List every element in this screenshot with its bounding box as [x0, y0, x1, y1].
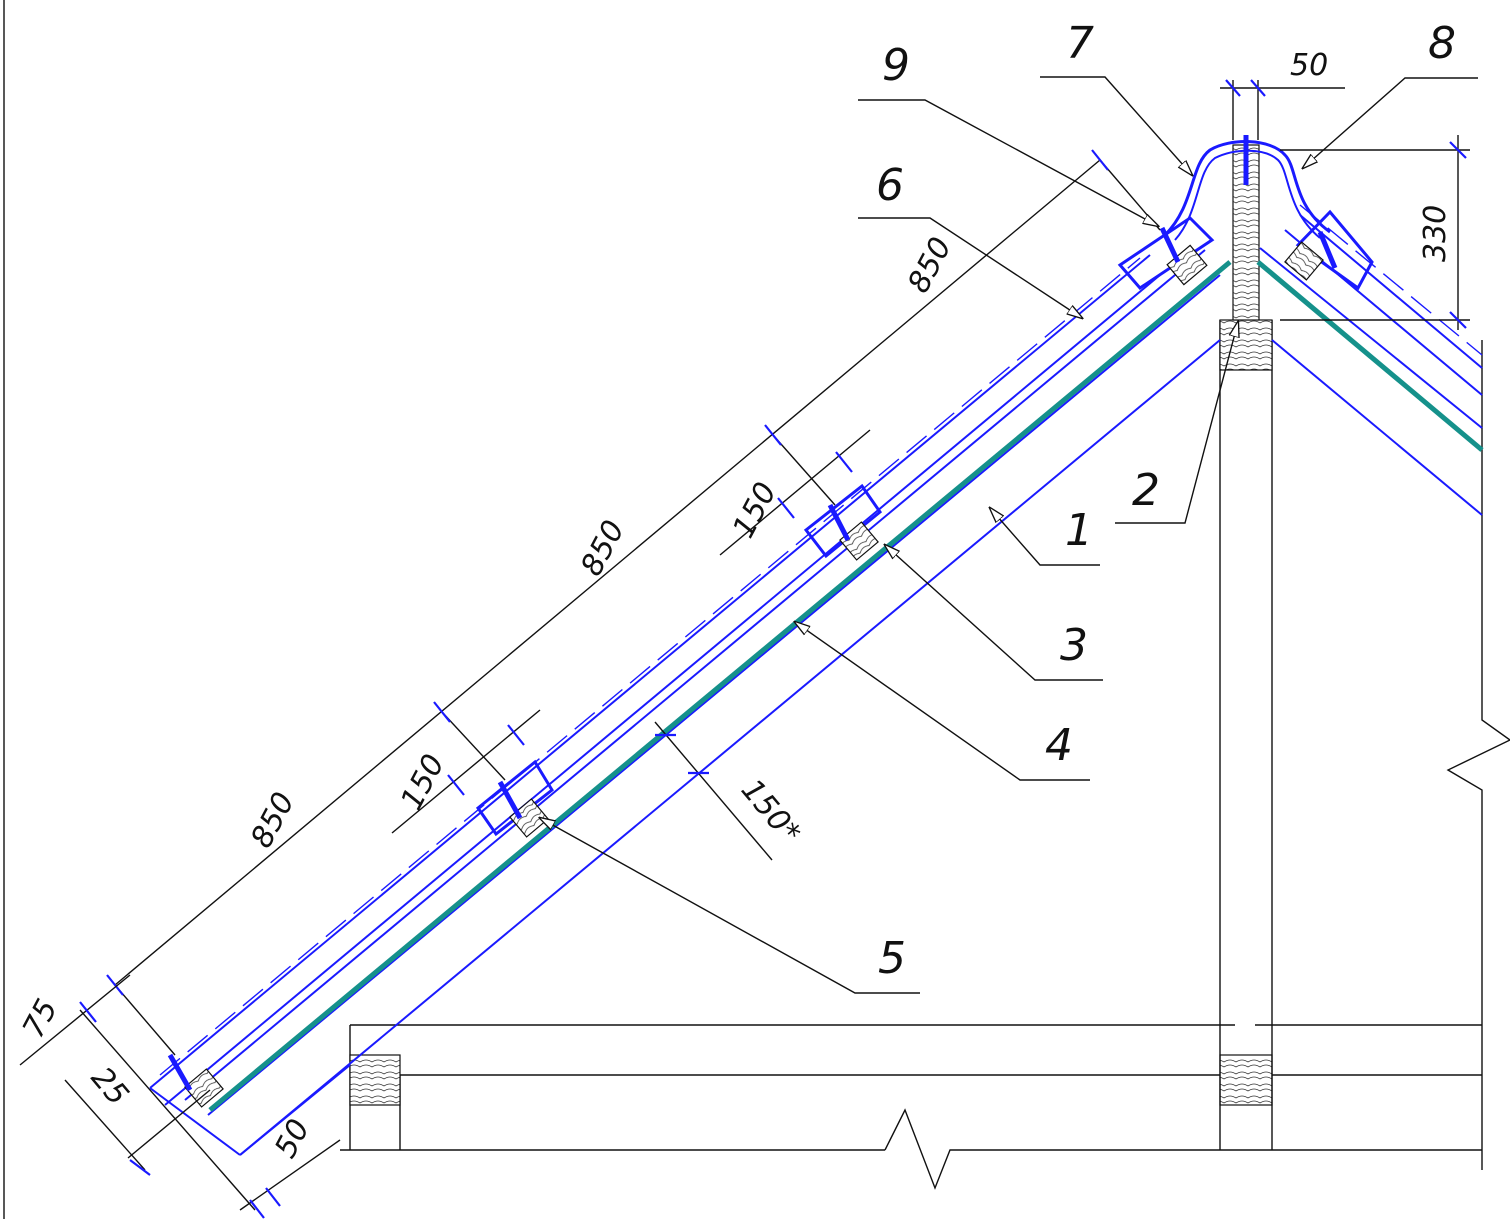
left-roof-slope	[149, 249, 1232, 1156]
callout-leaders	[540, 76, 1478, 994]
callout-8: 8	[1428, 18, 1456, 69]
counter-batten-line	[184, 249, 1206, 1101]
batten-top	[1117, 216, 1215, 290]
right-wall	[1446, 340, 1510, 1170]
dim-spacing-bottom: 850	[244, 787, 302, 854]
batten-eave	[167, 1053, 224, 1108]
dim-overlap-lower: 150	[394, 749, 452, 816]
callout-2: 2	[1132, 465, 1160, 516]
dim-insulation: 150*	[734, 773, 807, 851]
dim-spacing-top: 850	[901, 232, 959, 299]
batten-right	[1284, 209, 1374, 291]
callout-6: 6	[876, 160, 904, 211]
callout-5: 5	[878, 933, 906, 984]
dim-spacing-middle: 850	[574, 515, 632, 582]
rafter-bottom-edge	[239, 339, 1221, 1156]
callout-4: 4	[1045, 720, 1073, 771]
battens-left	[167, 216, 1215, 1108]
dim-batten: 25	[84, 1061, 135, 1113]
dim-ridge-width: 50	[1290, 48, 1328, 83]
dimension-lines	[19, 79, 1470, 1219]
roof-sheet-bottom	[164, 274, 1161, 1106]
rafter-foot	[239, 1064, 351, 1156]
batten-upper	[803, 483, 883, 561]
right-roof-slope	[1256, 204, 1484, 516]
dim-ridge-height: 330	[1418, 205, 1453, 262]
callout-9: 9	[882, 40, 910, 91]
dim-counter-batten: 50	[268, 1114, 317, 1164]
callout-7: 7	[1066, 18, 1094, 69]
callout-3: 3	[1060, 620, 1088, 671]
ridge-post	[1219, 144, 1273, 1150]
dim-eave-overhang: 75	[16, 994, 65, 1044]
batten-lower	[475, 759, 554, 838]
wood-section-post-bottom	[1219, 1054, 1273, 1106]
dim-overlap-upper: 150	[726, 477, 784, 544]
wood-section-left	[349, 1054, 401, 1106]
callout-1: 1	[1065, 505, 1093, 556]
rafter-end-cut	[149, 1087, 241, 1156]
rafter-top-edge	[207, 274, 1221, 1116]
membrane-left	[208, 260, 1232, 1112]
ceiling-structure	[340, 1024, 1482, 1190]
roof-profile-dashed	[159, 257, 1141, 1076]
roof-sheet-top	[149, 254, 1151, 1089]
ridge-cap	[1163, 135, 1331, 241]
